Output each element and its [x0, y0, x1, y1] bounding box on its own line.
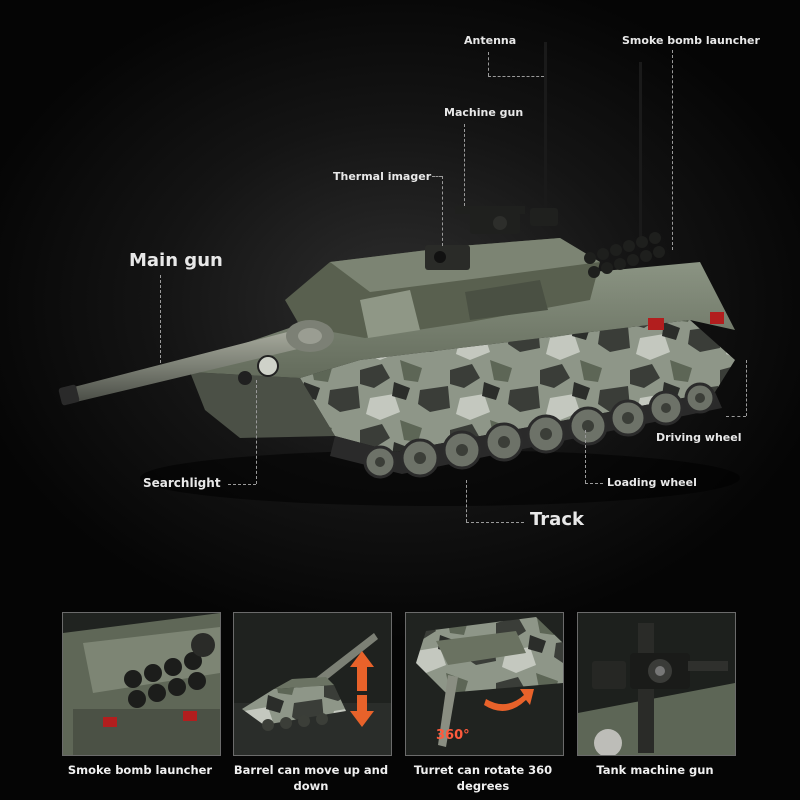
tank-illustration [58, 42, 740, 506]
thermal-imager-label: Thermal imager [333, 170, 432, 183]
loading-wheel-leader [585, 430, 586, 483]
ground-shadow [140, 450, 740, 506]
rotation-degree-badge: 360° [436, 728, 470, 743]
searchlight-label: Searchlight [143, 476, 221, 490]
hull-front [190, 372, 335, 438]
up-down-arrow-icon [350, 651, 374, 727]
antenna-rod [639, 62, 642, 242]
caption-turret-rotation: Turret can rotate 360 degrees [413, 763, 553, 793]
track-label: Track [530, 509, 584, 530]
caption-smoke-launcher: Smoke bomb launcher [67, 763, 213, 777]
searchlight-leader [256, 380, 257, 484]
smoke-launcher-cluster [584, 232, 665, 278]
caption-barrel-elevation: Barrel can move up and down [233, 763, 389, 793]
track-leader [466, 480, 467, 522]
driving-wheel-label: Driving wheel [656, 431, 742, 444]
hull-side [300, 320, 735, 452]
antenna-label: Antenna [464, 34, 517, 47]
searchlight-lamp [257, 355, 279, 377]
driving-wheel-leader [726, 416, 746, 417]
main-gun-leader [160, 275, 161, 363]
smoke-launcher-leader [672, 50, 673, 250]
searchlight-leader [228, 484, 256, 485]
loading-wheel-leader [585, 483, 603, 484]
antenna-leader [488, 52, 489, 76]
machine-gun-leader [464, 124, 465, 206]
panel-smoke-launcher [62, 612, 221, 756]
panel-turret-rotation: 360° [405, 612, 564, 756]
thermal-imager-leader [432, 176, 442, 177]
smoke-launcher-label: Smoke bomb launcher [622, 34, 760, 47]
machine-gun-label: Machine gun [444, 106, 524, 119]
driving-wheel-leader [746, 360, 747, 416]
thermal-imager-leader [442, 176, 443, 246]
machine-gun-mount [455, 206, 558, 234]
main-gun-barrel [70, 330, 302, 402]
caption-machine-gun: Tank machine gun [596, 763, 714, 777]
panel-machine-gun [577, 612, 736, 756]
main-gun-label: Main gun [129, 250, 223, 271]
loading-wheel-label: Loading wheel [607, 476, 697, 489]
tank-hero-stage: Antenna Smoke bomb launcher Machine gun … [58, 34, 760, 530]
antenna-leader [488, 76, 544, 77]
antenna-rod [544, 42, 547, 220]
track-leader [466, 522, 524, 523]
panel-barrel-elevation [233, 612, 392, 756]
thermal-imager-block [425, 245, 470, 270]
rotate-arrow-icon [484, 689, 534, 711]
